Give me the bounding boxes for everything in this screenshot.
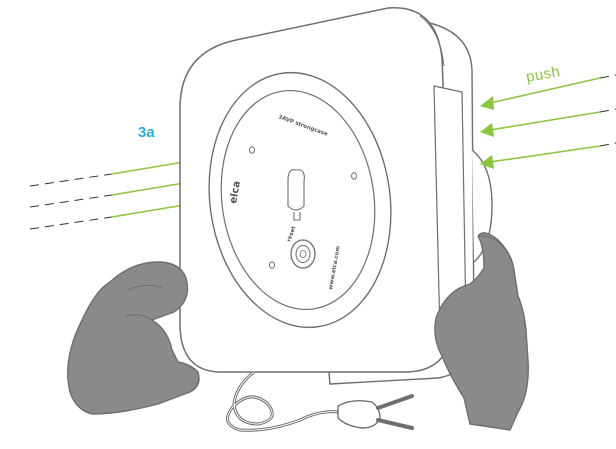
push-arrows bbox=[480, 75, 616, 169]
plug-icon bbox=[338, 396, 412, 428]
power-cable bbox=[228, 372, 341, 430]
step-label: 3a bbox=[138, 124, 155, 141]
left-guide-lines bbox=[30, 162, 184, 229]
push-label: push bbox=[525, 63, 562, 86]
left-hand-icon bbox=[68, 262, 199, 414]
